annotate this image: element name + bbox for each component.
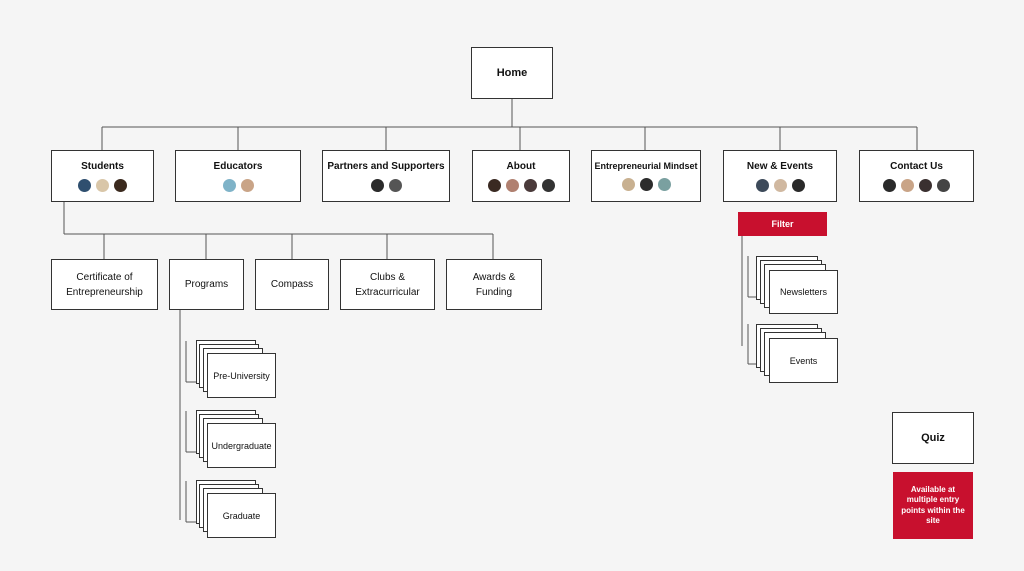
stack-pre-university[interactable]: Pre-University (186, 340, 276, 398)
node-label: Partners and Supporters (327, 161, 445, 172)
node-about[interactable]: About (472, 150, 570, 202)
stack-card: Events (769, 338, 838, 383)
stack-undergraduate[interactable]: Undergraduate (186, 410, 276, 468)
node-label: Students (81, 161, 124, 172)
stack-label: Pre-University (213, 370, 270, 381)
stack-card: Undergraduate (207, 423, 276, 468)
legend-note: Available at multiple entry points withi… (893, 472, 973, 539)
stack-card: Graduate (207, 493, 276, 538)
avatar-group (369, 178, 403, 193)
node-label: Entrepreneurial Mindset (594, 160, 698, 171)
avatar (900, 178, 915, 193)
node-label: About (506, 161, 536, 172)
avatar (754, 178, 770, 193)
avatar-group (882, 178, 951, 193)
stack-card: Newsletters (769, 270, 838, 314)
node-compass[interactable]: Compass (255, 259, 329, 310)
avatar (95, 178, 110, 193)
filter-label: Filter (771, 219, 794, 229)
avatar (522, 178, 538, 193)
avatar (369, 178, 385, 193)
legend-note-text: Available at multiple entry points withi… (901, 484, 965, 525)
avatar (882, 178, 897, 193)
avatar (772, 178, 788, 193)
avatar (790, 178, 806, 193)
filter-button[interactable]: Filter (738, 212, 827, 236)
avatar (620, 177, 636, 193)
avatar-group (754, 178, 806, 193)
avatar-group (77, 178, 128, 193)
node-label-line1: Clubs & (369, 271, 405, 283)
avatar (656, 177, 672, 193)
node-clubs[interactable]: Clubs & Extracurricular (340, 259, 435, 310)
node-label: Compass (270, 279, 314, 290)
avatar (504, 178, 520, 193)
node-label: Programs (184, 279, 229, 290)
home-label: Home (496, 66, 528, 79)
node-contact-us[interactable]: Contact Us (859, 150, 974, 202)
stack-graduate[interactable]: Graduate (186, 480, 276, 538)
stack-label: Events (789, 355, 818, 366)
node-awards[interactable]: Awards & Funding (446, 259, 542, 310)
node-label: New & Events (746, 161, 814, 172)
avatar (540, 178, 556, 193)
node-quiz[interactable]: Quiz (892, 412, 974, 464)
node-label-line2: Funding (475, 286, 513, 298)
avatar (486, 178, 502, 193)
node-label-line1: Awards & (472, 271, 516, 283)
node-certificate[interactable]: Certificate of Entrepreneurship (51, 259, 158, 310)
node-label: Educators (213, 161, 263, 172)
avatar (638, 177, 654, 193)
quiz-label: Quiz (921, 431, 945, 444)
stack-label: Newsletters (779, 287, 827, 297)
stack-newsletters[interactable]: Newsletters (748, 256, 838, 314)
avatar-group (221, 178, 255, 193)
avatar (77, 178, 92, 193)
node-label-line2: Entrepreneurship (66, 286, 143, 298)
avatar-group (486, 178, 556, 193)
node-label-line2: Extracurricular (355, 286, 420, 298)
avatar (918, 178, 933, 193)
stack-card: Pre-University (207, 353, 276, 398)
node-news-events[interactable]: New & Events (723, 150, 837, 202)
avatar (936, 178, 951, 193)
home-node[interactable]: Home (471, 47, 553, 99)
avatar (113, 178, 128, 193)
node-programs[interactable]: Programs (169, 259, 244, 310)
avatar (239, 178, 255, 193)
node-students[interactable]: Students (51, 150, 154, 202)
node-partners[interactable]: Partners and Supporters (322, 150, 450, 202)
stack-events[interactable]: Events (748, 324, 838, 383)
avatar (387, 178, 403, 193)
avatar-group (620, 177, 672, 193)
node-entrepreneurial-mindset[interactable]: Entrepreneurial Mindset (591, 150, 701, 202)
node-label: Contact Us (890, 161, 943, 172)
node-label-line1: Certificate of (76, 271, 133, 283)
avatar (221, 178, 237, 193)
node-educators[interactable]: Educators (175, 150, 301, 202)
stack-label: Undergraduate (211, 440, 272, 451)
stack-label: Graduate (222, 510, 261, 521)
